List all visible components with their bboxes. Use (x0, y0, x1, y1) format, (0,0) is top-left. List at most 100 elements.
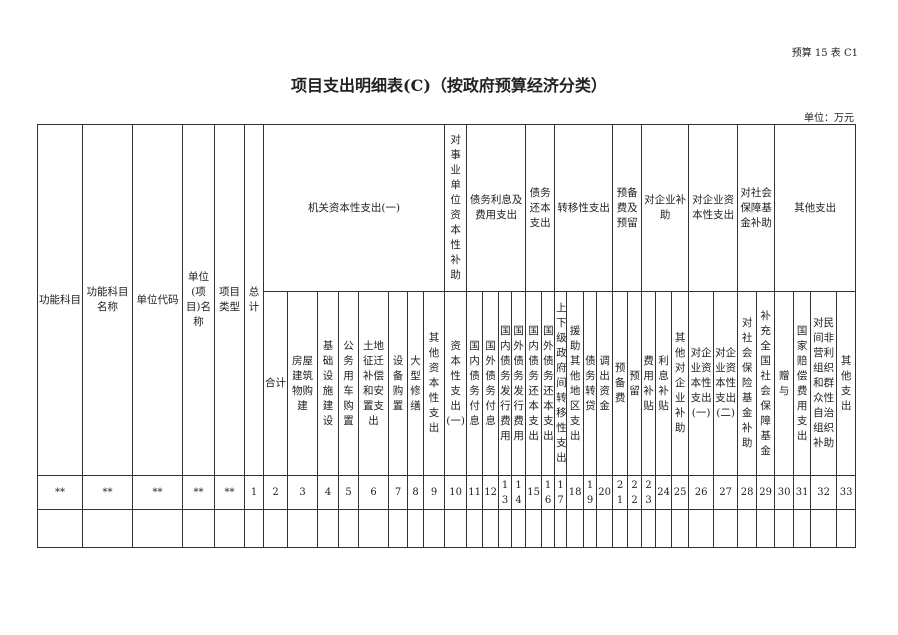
table-cell[interactable] (358, 509, 389, 548)
column-number: 15 (525, 475, 543, 510)
column-number: ** (37, 475, 83, 510)
table-cell[interactable] (737, 509, 758, 548)
table-cell[interactable] (422, 509, 446, 548)
table-cell[interactable] (263, 509, 288, 548)
sub-header: 房屋建筑物购建 (287, 291, 318, 476)
column-number: 20 (596, 475, 614, 510)
table-cell[interactable] (688, 509, 715, 548)
sub-header: 国内债务发行费用 (498, 291, 513, 476)
sub-header: 其他资本性支出 (422, 291, 446, 476)
sub-header: 合计 (263, 291, 288, 476)
group-header: 对社会保障基金补助 (737, 124, 776, 292)
column-number: 11 (466, 475, 484, 510)
table-cell[interactable] (511, 509, 527, 548)
sub-header: 其他对企业补助 (671, 291, 690, 476)
unit-label: 单位：万元 (804, 113, 854, 124)
sub-header: 援助其他地区支出 (566, 291, 585, 476)
table-cell[interactable] (482, 509, 500, 548)
sub-header: 设备购置 (388, 291, 408, 476)
column-header: 项目类型 (214, 124, 245, 476)
table-cell[interactable] (37, 509, 83, 548)
column-number: 13 (498, 475, 513, 510)
column-number: 19 (583, 475, 598, 510)
table-cell[interactable] (810, 509, 838, 548)
column-number: 6 (358, 475, 389, 510)
sub-header: 资本性支出(一) (444, 291, 468, 476)
column-number: 24 (655, 475, 673, 510)
table-cell[interactable] (182, 509, 215, 548)
sub-header: 公务用车购置 (338, 291, 359, 476)
column-number: 9 (422, 475, 446, 510)
table-cell[interactable] (612, 509, 629, 548)
table-cell[interactable] (671, 509, 690, 548)
table-cell[interactable] (583, 509, 598, 548)
table-cell[interactable] (444, 509, 468, 548)
column-number: ** (214, 475, 245, 510)
table-cell[interactable] (756, 509, 776, 548)
table-cell[interactable] (655, 509, 673, 548)
column-number: 8 (407, 475, 424, 510)
column-header: 功能科目 (37, 124, 83, 476)
sub-header: 国外债务发行费用 (511, 291, 527, 476)
column-header: 单位(项目)名称 (182, 124, 215, 476)
table-cell[interactable] (338, 509, 359, 548)
column-number: 28 (737, 475, 758, 510)
sub-header: 债务转贷 (583, 291, 598, 476)
sub-header: 其他支出 (836, 291, 857, 476)
table-cell[interactable] (525, 509, 543, 548)
table-cell[interactable] (541, 509, 556, 548)
table-cell[interactable] (774, 509, 795, 548)
column-number: 32 (810, 475, 838, 510)
table-cell[interactable] (82, 509, 133, 548)
column-header: 单位代码 (132, 124, 183, 476)
sub-header: 预备费 (612, 291, 629, 476)
table-cell[interactable] (641, 509, 657, 548)
column-number: 4 (317, 475, 339, 510)
sub-header: 大型修缮 (407, 291, 424, 476)
form-code: 预算 15 表 C1 (791, 48, 858, 59)
table-cell[interactable] (836, 509, 857, 548)
column-number: 3 (287, 475, 318, 510)
group-header: 对事业单位资本性补助 (444, 124, 468, 292)
group-header: 债务利息及费用支出 (466, 124, 527, 292)
column-number: 22 (627, 475, 643, 510)
column-number: 23 (641, 475, 657, 510)
sub-header: 调出资金 (596, 291, 614, 476)
table-cell[interactable] (627, 509, 643, 548)
column-number: ** (82, 475, 133, 510)
group-header: 其他支出 (774, 124, 857, 292)
group-header: 对企业资本性支出 (688, 124, 739, 292)
table-cell[interactable] (407, 509, 424, 548)
table-cell[interactable] (554, 509, 568, 548)
table-cell[interactable] (244, 509, 264, 548)
sub-header: 费用补贴 (641, 291, 657, 476)
group-header: 债务还本支出 (525, 124, 556, 292)
page-title: 项目支出明细表(C)（按政府预算经济分类） (291, 76, 607, 95)
column-number: 21 (612, 475, 629, 510)
table-cell[interactable] (317, 509, 339, 548)
table-cell[interactable] (214, 509, 245, 548)
group-header: 机关资本性支出(一) (262, 124, 446, 292)
sub-header: 基础设施建设 (317, 291, 339, 476)
column-number: 29 (756, 475, 776, 510)
table-cell[interactable] (498, 509, 513, 548)
column-number: 31 (793, 475, 812, 510)
column-number: 1 (244, 475, 264, 510)
sub-header: 国内债务还本支出 (525, 291, 543, 476)
table-cell[interactable] (566, 509, 585, 548)
sub-header: 预留 (627, 291, 643, 476)
sub-header: 利息补贴 (655, 291, 673, 476)
column-number: 7 (388, 475, 408, 510)
column-number: 33 (836, 475, 857, 510)
table-cell[interactable] (596, 509, 614, 548)
column-number: 10 (444, 475, 468, 510)
table-cell[interactable] (388, 509, 408, 548)
table-cell[interactable] (466, 509, 484, 548)
table-cell[interactable] (713, 509, 739, 548)
column-number: 18 (566, 475, 585, 510)
table-cell[interactable] (132, 509, 183, 548)
table-cell[interactable] (287, 509, 318, 548)
table-cell[interactable] (793, 509, 812, 548)
sub-header: 补充全国社会保障基金 (756, 291, 776, 476)
